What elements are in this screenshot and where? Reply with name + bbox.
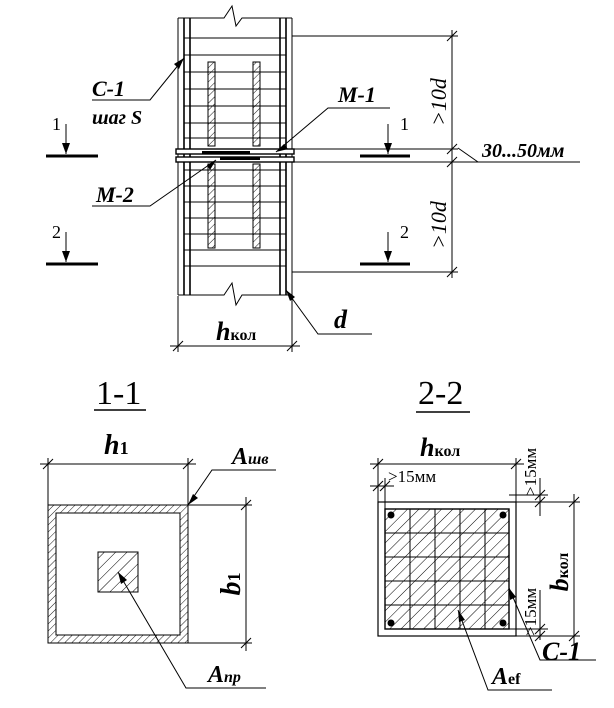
mesh-bars-lower bbox=[207, 163, 261, 249]
section-1-1: 1-1 h1 b1 Aшв Aпр bbox=[40, 375, 276, 689]
mesh-bars-upper bbox=[207, 61, 261, 147]
column-outline bbox=[177, 4, 293, 307]
corner-bar-top-right bbox=[499, 511, 507, 519]
joint-plates bbox=[175, 148, 295, 163]
section-2-2-height-label: bкол bbox=[545, 553, 574, 592]
stirrup-label: С-1 bbox=[92, 76, 125, 101]
section-1-1-core-label: Aпр bbox=[206, 662, 241, 688]
stirrup-callout: С-1 шаг S bbox=[92, 57, 185, 129]
anchor-upper-label: >10d bbox=[426, 77, 451, 126]
cut-mark-2-right: 2 bbox=[360, 222, 410, 266]
corner-bar-top-left bbox=[387, 511, 395, 519]
stirrups-upper bbox=[184, 37, 286, 139]
section-1-1-height-label: b1 bbox=[216, 573, 247, 596]
corner-bar-bottom-left bbox=[387, 619, 395, 627]
cut-mark-2-left: 2 bbox=[46, 222, 98, 266]
section-1-1-title: 1-1 bbox=[96, 375, 141, 412]
cut-mark-1-left: 1 bbox=[46, 114, 98, 158]
bar-diameter-callout: d bbox=[285, 289, 372, 335]
cut-1-right-number: 1 bbox=[400, 114, 409, 134]
section-2-2-cover-right-top-label: >15мм bbox=[521, 448, 540, 496]
cut-1-left-number: 1 bbox=[52, 114, 61, 134]
section-2-2-width-label: hкол bbox=[420, 433, 460, 462]
section-2-2-mesh-grid bbox=[385, 509, 509, 629]
dimension-column-width: hкол bbox=[170, 296, 300, 352]
section-2-2-cover-right-bottom-label: >15мм bbox=[521, 588, 540, 636]
anchor-lower-label: >10d bbox=[426, 200, 451, 249]
mesh2-callout: М-2 bbox=[92, 159, 217, 207]
section-1-1-width-label: h1 bbox=[104, 430, 129, 461]
section-2-2: 2-2 hкол >15м bbox=[370, 375, 596, 691]
section-2-2-stirrup-label: С-1 bbox=[542, 637, 581, 666]
dimension-anchor-lower: >10d bbox=[292, 156, 458, 278]
cut-2-right-number: 2 bbox=[400, 222, 409, 242]
section-2-2-cover-top-label: >15мм bbox=[388, 467, 436, 486]
cut-mark-1-right: 1 bbox=[360, 114, 410, 158]
section-2-2-effective-area-label: Aef bbox=[490, 664, 521, 690]
cut-2-left-number: 2 bbox=[52, 222, 61, 242]
corner-bar-bottom-right bbox=[499, 619, 507, 627]
section-2-2-effective-area bbox=[384, 508, 510, 630]
elevation-view: >10d >10d 30...50мм С-1 шаг S bbox=[46, 4, 580, 352]
section-2-2-title: 2-2 bbox=[418, 375, 463, 412]
bar-diameter-label: d bbox=[334, 305, 348, 334]
mesh1-label: М-1 bbox=[337, 82, 376, 107]
mesh1-callout: М-1 bbox=[275, 82, 390, 153]
column-width-label: hкол bbox=[216, 317, 256, 346]
dimension-joint-gap: 30...50мм bbox=[294, 140, 580, 163]
stirrups-lower bbox=[184, 169, 286, 267]
section-1-1-weld-label: Aшв bbox=[230, 444, 269, 470]
joint-gap-label: 30...50мм bbox=[481, 140, 565, 162]
mesh2-label: М-2 bbox=[95, 182, 134, 207]
stirrup-pitch-label: шаг S bbox=[92, 107, 142, 129]
